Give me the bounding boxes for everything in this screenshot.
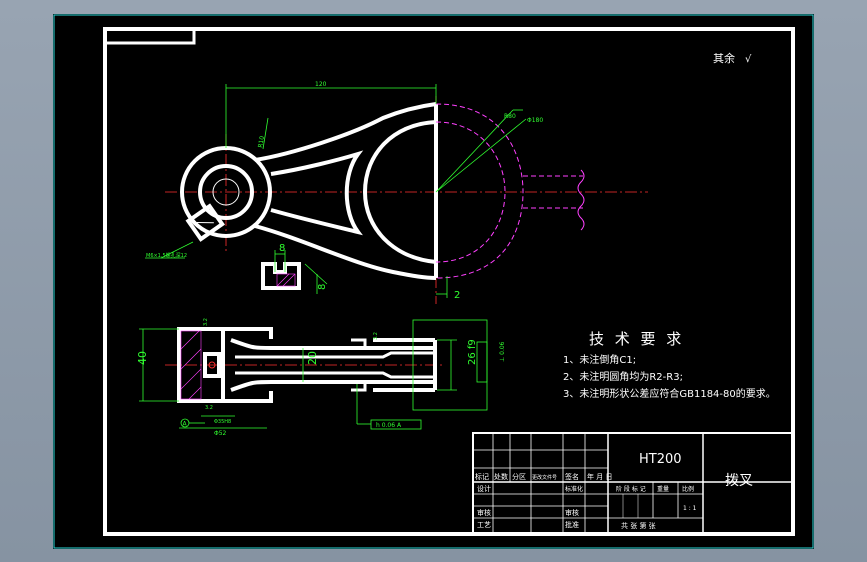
hole-note: M6×1.5螺孔深12 <box>146 252 187 259</box>
dim-gap: 2 <box>454 290 460 301</box>
tol-frame-2 <box>370 419 422 430</box>
hub-block <box>177 327 225 403</box>
leader-hole <box>160 241 194 259</box>
label-review: 审核 <box>477 508 491 517</box>
col-date: 年 月 日 <box>587 472 612 481</box>
hatch-area <box>180 330 202 400</box>
dim-slot-depth: 8 <box>317 284 328 290</box>
dim-20: 20 <box>306 351 319 365</box>
col-change: 更改文件号 <box>532 474 557 481</box>
scale-value: 1 : 1 <box>683 505 697 512</box>
leader-d180 <box>435 118 527 193</box>
arm-top-edge <box>230 338 435 350</box>
drawing-sheet: 其余 √ <box>53 14 814 549</box>
arm-bottom-edge <box>230 380 435 392</box>
label-standard: 标准化 <box>565 485 583 493</box>
leader-r10 <box>262 117 269 150</box>
tech-note-1: 1、未注倒角C1; <box>563 353 636 366</box>
hub-bore <box>212 178 240 206</box>
dim-35: Φ35H8 <box>214 419 231 425</box>
datum-label: A <box>183 421 188 428</box>
col-count: 处数 <box>494 472 508 481</box>
label-stage: 阶 段 标 记 <box>616 485 646 493</box>
slot-detail: 8 8 <box>261 243 328 294</box>
part-name: 拨叉 <box>725 473 753 489</box>
col-mark: 标记 <box>475 472 489 481</box>
web-window <box>270 150 364 236</box>
roughness-a: 3.2 <box>203 318 209 326</box>
label-process: 工艺 <box>477 521 491 529</box>
dim-d180: Φ180 <box>527 117 543 124</box>
material: HT200 <box>639 452 682 467</box>
dim-r80: R80 <box>504 113 516 120</box>
dim-52: Φ52 <box>214 430 227 437</box>
roughness-symbol-icon: √ <box>745 54 752 65</box>
tech-title: 技 术 要 求 <box>589 330 684 348</box>
leader-r80 <box>435 109 514 193</box>
title-block: HT200 拨叉 标记 处数 分区 更改文件号 签名 年 月 日 设计 标准化 … <box>472 432 794 535</box>
dim-r10: R10 <box>257 135 266 148</box>
label-check: 审核 <box>565 508 579 517</box>
outer-frame <box>53 14 814 549</box>
dim-40: 40 <box>136 351 149 365</box>
tech-note-3: 3、未注明形状公差应符合GB1184-80的要求。 <box>563 387 776 400</box>
label-weight: 重量 <box>657 485 669 493</box>
dim-slot-width: 8 <box>279 243 285 254</box>
arm-upper-edge <box>254 102 437 162</box>
inner-frame <box>103 27 795 536</box>
phantom-outer-arc <box>435 103 524 279</box>
label-approve: 批准 <box>565 520 579 529</box>
label-scale: 比例 <box>682 485 694 493</box>
col-zone: 分区 <box>512 472 526 481</box>
tol-2: h 0.06 A <box>376 422 402 429</box>
tech-note-2: 2、未注明圆角均为R2-R3; <box>563 370 683 383</box>
code-box <box>105 29 196 45</box>
pin-hole <box>203 352 221 378</box>
threaded-boss <box>185 203 225 242</box>
top-view: 120 R80 Φ180 R10 M6×1.5螺孔深12 2 <box>145 81 648 304</box>
label-design: 设计 <box>477 484 491 493</box>
front-view: 40 20 26 f9 ⊥ 0.06 h 0.06 A A Φ52 <box>136 318 506 437</box>
tol-frame-1 <box>476 341 488 383</box>
surface-note: 其余 <box>713 51 735 65</box>
sheet-count: 共 张 第 张 <box>621 521 656 530</box>
dim-120: 120 <box>315 81 327 88</box>
drawing-canvas: 其余 √ <box>53 14 814 549</box>
break-line <box>577 169 585 231</box>
dim-fork-width: 26 f9 <box>467 339 478 365</box>
fork-inner-arc <box>362 120 437 264</box>
arm-lower-edge <box>254 224 437 280</box>
roughness-c: 3.2 <box>373 332 379 340</box>
roughness-b: 3.2 <box>205 405 213 411</box>
hub-inner <box>198 164 254 220</box>
tol-1: ⊥ 0.06 <box>499 341 506 362</box>
col-sign: 签名 <box>565 472 579 481</box>
